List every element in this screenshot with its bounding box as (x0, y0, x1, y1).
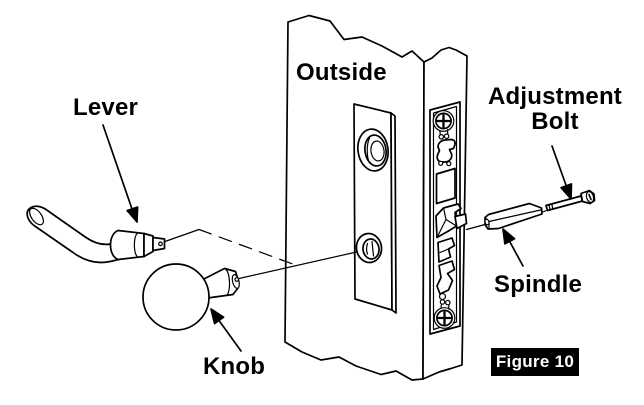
knob-part (142, 263, 240, 331)
lever-arrow (102, 124, 139, 223)
lever-axis-line (164, 228, 200, 243)
cylinder-hole (357, 128, 389, 172)
faceplate-cutout (435, 167, 456, 205)
lever-hub (109, 229, 145, 261)
mortise-faceplate (429, 101, 468, 335)
knob-ball (142, 263, 210, 331)
deadlatch-hook (436, 138, 456, 163)
spindle-part (484, 202, 543, 230)
phillips-screw-icon (437, 310, 452, 326)
knob-label: Knob (203, 353, 266, 380)
escutcheon-plate (353, 103, 397, 314)
figure-number-badge: Figure 10 (491, 348, 579, 376)
phillips-screw-icon (436, 113, 451, 129)
lever-end-cap (29, 207, 44, 226)
lever-collar (143, 232, 154, 258)
hook-bolt (436, 260, 456, 295)
spindle-arrow (502, 228, 524, 267)
alignment-dashed-line (198, 228, 299, 267)
lever-part (26, 205, 166, 264)
outside-label: Outside (296, 59, 387, 86)
faceplate-screw-bottom (433, 299, 456, 329)
bolt-shaft (545, 195, 584, 212)
faceplate-screw-top (432, 110, 455, 140)
knob-axis-line (238, 251, 358, 280)
deadlatch-foot-right (446, 161, 452, 167)
latch-tab (454, 213, 468, 230)
adjustment-bolt-part (545, 189, 596, 212)
adjustment-bolt-label: Adjustment Bolt (488, 83, 622, 135)
adjustment-bolt-arrow (551, 145, 573, 200)
spindle-hole (355, 232, 383, 264)
spindle-label: Spindle (494, 271, 583, 298)
knob-arrow (210, 308, 242, 352)
deadlatch-foot-left (438, 160, 444, 166)
lever-label: Lever (73, 94, 139, 121)
callout-arrows (102, 124, 573, 352)
